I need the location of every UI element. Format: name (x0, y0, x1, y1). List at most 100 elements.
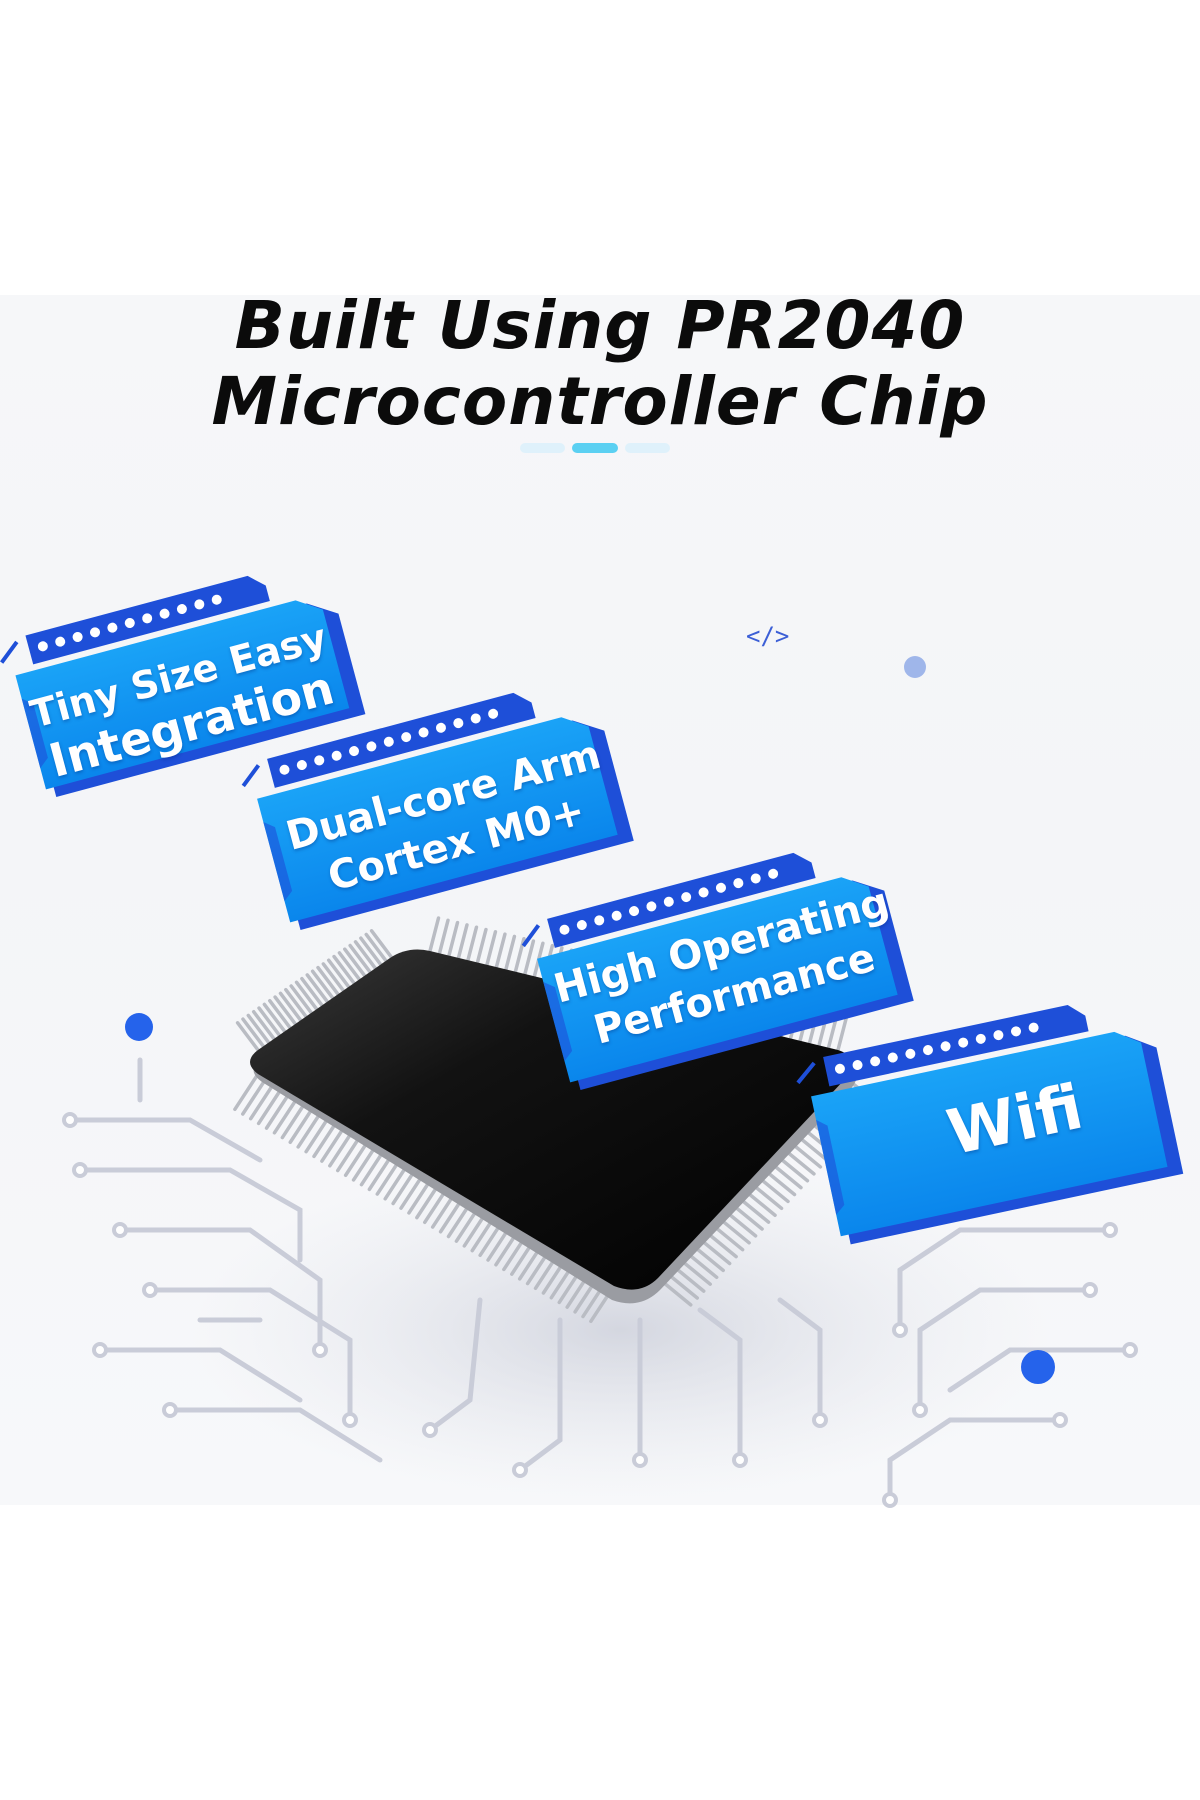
banner-dot (852, 1060, 863, 1071)
chip-pin (256, 1086, 284, 1126)
chip-pin (475, 927, 488, 965)
divider-segment (572, 443, 618, 453)
trace-pad (162, 1402, 178, 1418)
chip-pin (268, 998, 292, 1030)
banner-dot (993, 1030, 1004, 1041)
trace-pad (882, 1492, 898, 1508)
chip-pin (294, 980, 319, 1012)
chip-pin (310, 969, 335, 1001)
banner-dot (331, 750, 342, 761)
banner-dot (975, 1033, 986, 1044)
trace-pad (1082, 1282, 1098, 1298)
banner-dot (470, 713, 481, 724)
chip-pin (332, 954, 357, 986)
chip-pin (300, 976, 325, 1008)
banner-dot (279, 764, 290, 775)
trace-pad (632, 1452, 648, 1468)
trace-pad (1102, 1222, 1118, 1238)
trace-pad (812, 1412, 828, 1428)
circuit-trace (887, 1417, 1063, 1503)
banner-strip (547, 852, 816, 948)
chip-pin (262, 1002, 287, 1034)
divider-segment (625, 443, 670, 453)
banner-dot (176, 604, 187, 615)
banner-dot (72, 631, 83, 642)
chip-pin (284, 987, 308, 1019)
banner-dot (383, 736, 394, 747)
chip-pin (348, 943, 373, 975)
trace-pad (422, 1422, 438, 1438)
trace-pad (312, 1342, 328, 1358)
trace-pad (732, 1452, 748, 1468)
chip-pin (428, 916, 441, 953)
banner-dot (594, 915, 605, 926)
chip-pin (272, 1095, 300, 1135)
chip-pin (359, 936, 384, 968)
banner-dot (90, 627, 101, 638)
floor-shadow (190, 1160, 1050, 1500)
banner-dot (768, 868, 779, 879)
chip-pin (836, 1015, 849, 1052)
chip-pin (235, 1021, 260, 1052)
circuit-trace (777, 1297, 823, 1423)
chip-pin (353, 940, 378, 971)
feature-banner (241, 692, 634, 931)
chip-pin (337, 951, 362, 982)
chip-pin (316, 965, 341, 997)
headline-line-1: Built Using PR2040 (234, 287, 966, 364)
chip-pin (278, 991, 303, 1023)
banner-dot (1028, 1022, 1039, 1033)
chip-pin (305, 973, 330, 1004)
banner-dot (733, 878, 744, 889)
banner-dot (887, 1052, 898, 1063)
banner-dot (663, 896, 674, 907)
banner-notch (263, 821, 293, 902)
trace-pad (512, 1462, 528, 1478)
banner-dot (37, 641, 48, 652)
chip-pin (326, 958, 351, 990)
banner-strip (267, 692, 536, 788)
banner-body (15, 600, 350, 790)
feature-banner (521, 852, 914, 1091)
trace-pad (72, 1162, 88, 1178)
chip-pin (447, 920, 460, 958)
trace-pad (912, 1402, 928, 1418)
banner-dot (296, 760, 307, 771)
circuit-trace (117, 1227, 323, 1353)
banner-dot (646, 901, 657, 912)
chip-pin (264, 1091, 292, 1130)
chip-pin (241, 1017, 266, 1049)
circuit-trace (147, 1287, 353, 1423)
banner-dot (349, 746, 360, 757)
banner-dot (715, 882, 726, 893)
circuit-trace (697, 1307, 743, 1463)
banner-dot (698, 887, 709, 898)
chip-pin (320, 1124, 347, 1163)
banner-dot (559, 924, 570, 935)
code-icon: </> (746, 622, 790, 650)
trace-pad (112, 1222, 128, 1238)
circuit-trace (167, 1407, 383, 1463)
banner-dot (435, 722, 446, 733)
trace-pad (142, 1282, 158, 1298)
circuit-trace (427, 1297, 483, 1433)
banner-dot (922, 1045, 933, 1056)
circuit-trace (517, 1317, 563, 1473)
chip-pin (257, 1006, 282, 1038)
chip-pin (456, 923, 469, 960)
feature-banners (0, 575, 1184, 1245)
banner-dot (159, 608, 170, 619)
divider-segment (520, 443, 565, 453)
banner-dot (681, 892, 692, 903)
chip-pin (343, 947, 367, 979)
banner-dot (453, 718, 464, 729)
chip-pin (494, 932, 507, 969)
chip-pin (364, 932, 389, 964)
banner-lead (796, 1061, 816, 1085)
banner-dot (55, 636, 66, 647)
chip-pin (328, 1128, 355, 1168)
banner-dot (488, 708, 499, 719)
chip-pin (233, 1072, 260, 1112)
circuit-trace (917, 1287, 1093, 1413)
circuit-trace (97, 1347, 303, 1403)
